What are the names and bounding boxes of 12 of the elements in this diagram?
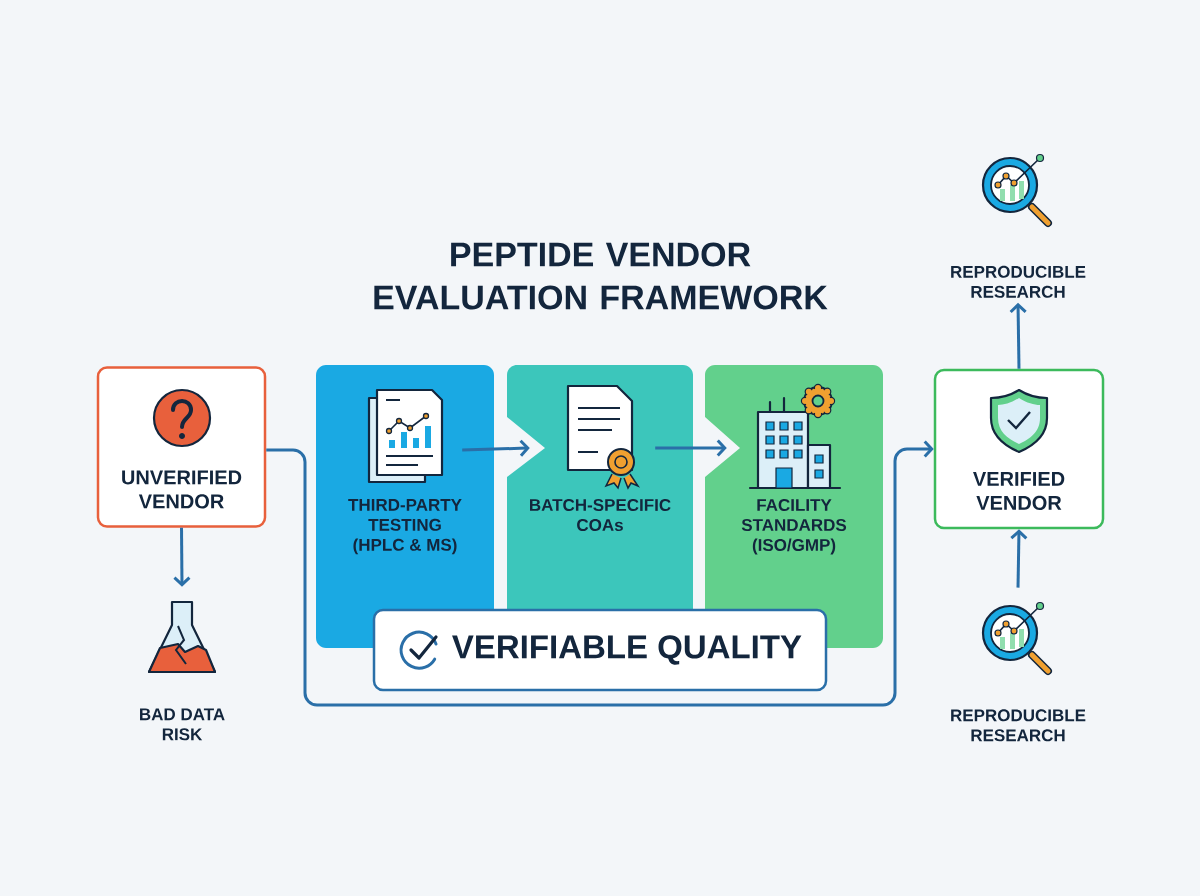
arrow: [655, 439, 727, 457]
arrow: [173, 527, 191, 587]
title: PEPTIDE VENDOR EVALUATION FRAMEWORK: [374, 242, 828, 310]
arrow: [462, 439, 530, 457]
node-label: REPRODUCIBLE RESEARCH: [951, 265, 1086, 298]
node-label: BAD DATA RISK: [140, 708, 225, 741]
vendor-box: VERIFIED VENDOR: [933, 368, 1105, 530]
node-label: REPRODUCIBLE RESEARCH: [951, 709, 1086, 742]
vendor-box: UNVERIFIED VENDOR: [96, 366, 267, 528]
arrow: [1010, 529, 1028, 588]
arrow: [1009, 302, 1027, 369]
arrow: [266, 440, 934, 707]
